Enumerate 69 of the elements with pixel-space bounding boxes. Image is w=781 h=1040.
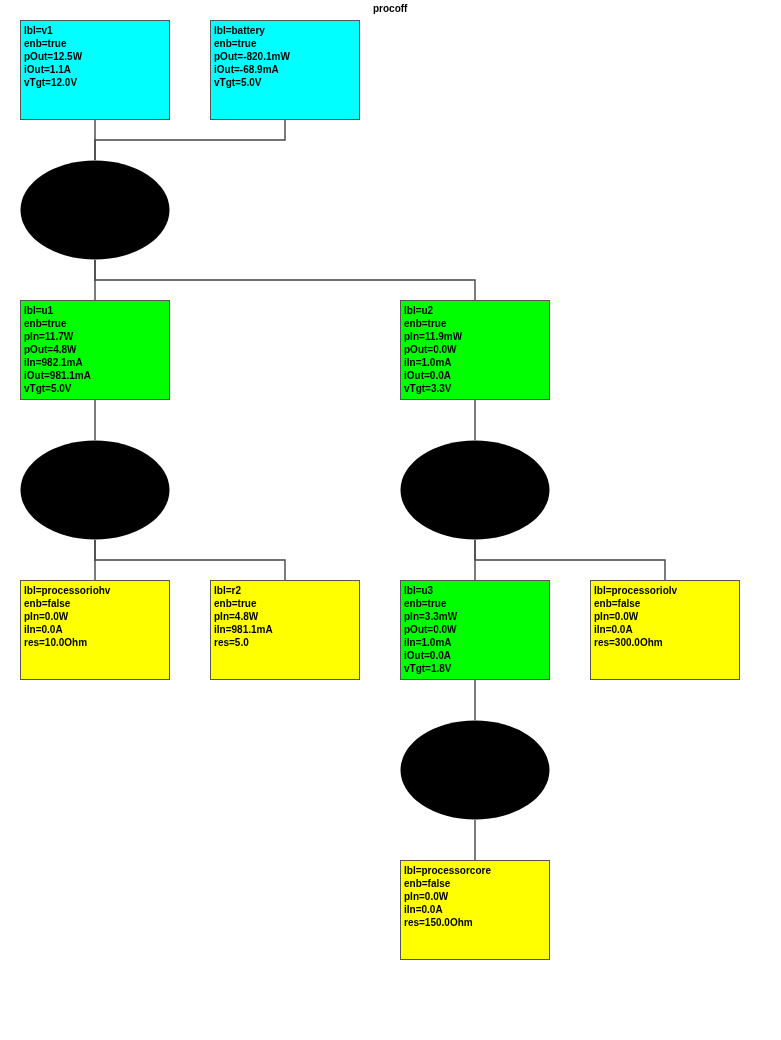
property-text: enb=true bbox=[24, 317, 68, 330]
property-text: enb=false bbox=[594, 597, 642, 610]
connector-line bbox=[474, 399, 476, 441]
property-text: pIn=0.0W bbox=[594, 610, 640, 623]
component-box bbox=[20, 580, 170, 680]
diagram-title: procoff bbox=[373, 3, 408, 14]
property-text: lbl=processoriohv bbox=[24, 584, 112, 597]
property-text: pIn=0.0W bbox=[404, 890, 450, 903]
property-text: enb=false bbox=[24, 597, 72, 610]
connector-line bbox=[94, 259, 476, 301]
property-text: vTgt=12.0V bbox=[24, 76, 79, 89]
property-text: iOut=0.0A bbox=[404, 369, 452, 382]
property-text: lbl=processoriolv bbox=[594, 584, 679, 597]
component-box bbox=[590, 580, 740, 680]
property-text: pOut=0.0W bbox=[404, 343, 458, 356]
property-text: iIn=1.0mA bbox=[404, 356, 453, 369]
connector-line bbox=[94, 399, 96, 441]
property-text: res=300.0Ohm bbox=[594, 636, 664, 649]
connector-line bbox=[474, 539, 666, 581]
property-text: lbl=u2 bbox=[404, 304, 435, 317]
property-text: res=10.0Ohm bbox=[24, 636, 89, 649]
component-box bbox=[210, 580, 360, 680]
property-text: vTgt=5.0V bbox=[214, 76, 263, 89]
property-text: res=5.0 bbox=[214, 636, 250, 649]
property-text: enb=true bbox=[24, 37, 68, 50]
property-text: pOut=12.5W bbox=[24, 50, 84, 63]
property-text: iIn=1.0mA bbox=[404, 636, 453, 649]
component-box bbox=[20, 300, 170, 400]
property-text: iIn=981.1mA bbox=[214, 623, 274, 636]
property-text: pOut=-820.1mW bbox=[214, 50, 291, 63]
property-text: vTgt=5.0V bbox=[24, 382, 73, 395]
property-text: lbl=u3 bbox=[404, 584, 435, 597]
property-text: vTgt=1.8V bbox=[404, 662, 453, 675]
property-text: iOut=-68.9mA bbox=[214, 63, 280, 76]
component-box bbox=[400, 860, 550, 960]
property-text: lbl=battery bbox=[214, 24, 266, 37]
property-text: vTgt=3.3V bbox=[404, 382, 453, 395]
property-text: pIn=4.8W bbox=[214, 610, 260, 623]
property-text: pIn=11.9mW bbox=[404, 330, 464, 343]
property-text: enb=true bbox=[404, 597, 448, 610]
property-text: lbl=u1 bbox=[24, 304, 55, 317]
property-text: enb=true bbox=[404, 317, 448, 330]
property-text: iIn=0.0A bbox=[404, 903, 444, 916]
component-box bbox=[20, 20, 170, 120]
property-text: iOut=1.1A bbox=[24, 63, 72, 76]
component-box bbox=[400, 580, 550, 680]
connector-line bbox=[94, 539, 286, 581]
property-text: res=150.0Ohm bbox=[404, 916, 474, 929]
property-text: pIn=3.3mW bbox=[404, 610, 459, 623]
property-text: lbl=r2 bbox=[214, 584, 242, 597]
property-text: iIn=982.1mA bbox=[24, 356, 84, 369]
property-text: iOut=0.0A bbox=[404, 649, 452, 662]
component-box bbox=[210, 20, 360, 120]
property-text: enb=true bbox=[214, 597, 258, 610]
property-text: iOut=981.1mA bbox=[24, 369, 92, 382]
property-text: pIn=11.7W bbox=[24, 330, 75, 343]
property-text: enb=true bbox=[214, 37, 258, 50]
connector-line bbox=[474, 819, 476, 861]
property-text: pOut=0.0W bbox=[404, 623, 458, 636]
component-box bbox=[400, 300, 550, 400]
connector-line bbox=[94, 119, 286, 161]
property-text: iIn=0.0A bbox=[24, 623, 64, 636]
property-text: iIn=0.0A bbox=[594, 623, 634, 636]
property-text: pIn=0.0W bbox=[24, 610, 70, 623]
property-text: lbl=v1 bbox=[24, 24, 54, 37]
connector-line bbox=[474, 679, 476, 721]
property-text: lbl=processorcore bbox=[404, 864, 492, 877]
property-text: pOut=4.8W bbox=[24, 343, 78, 356]
property-text: enb=false bbox=[404, 877, 452, 890]
